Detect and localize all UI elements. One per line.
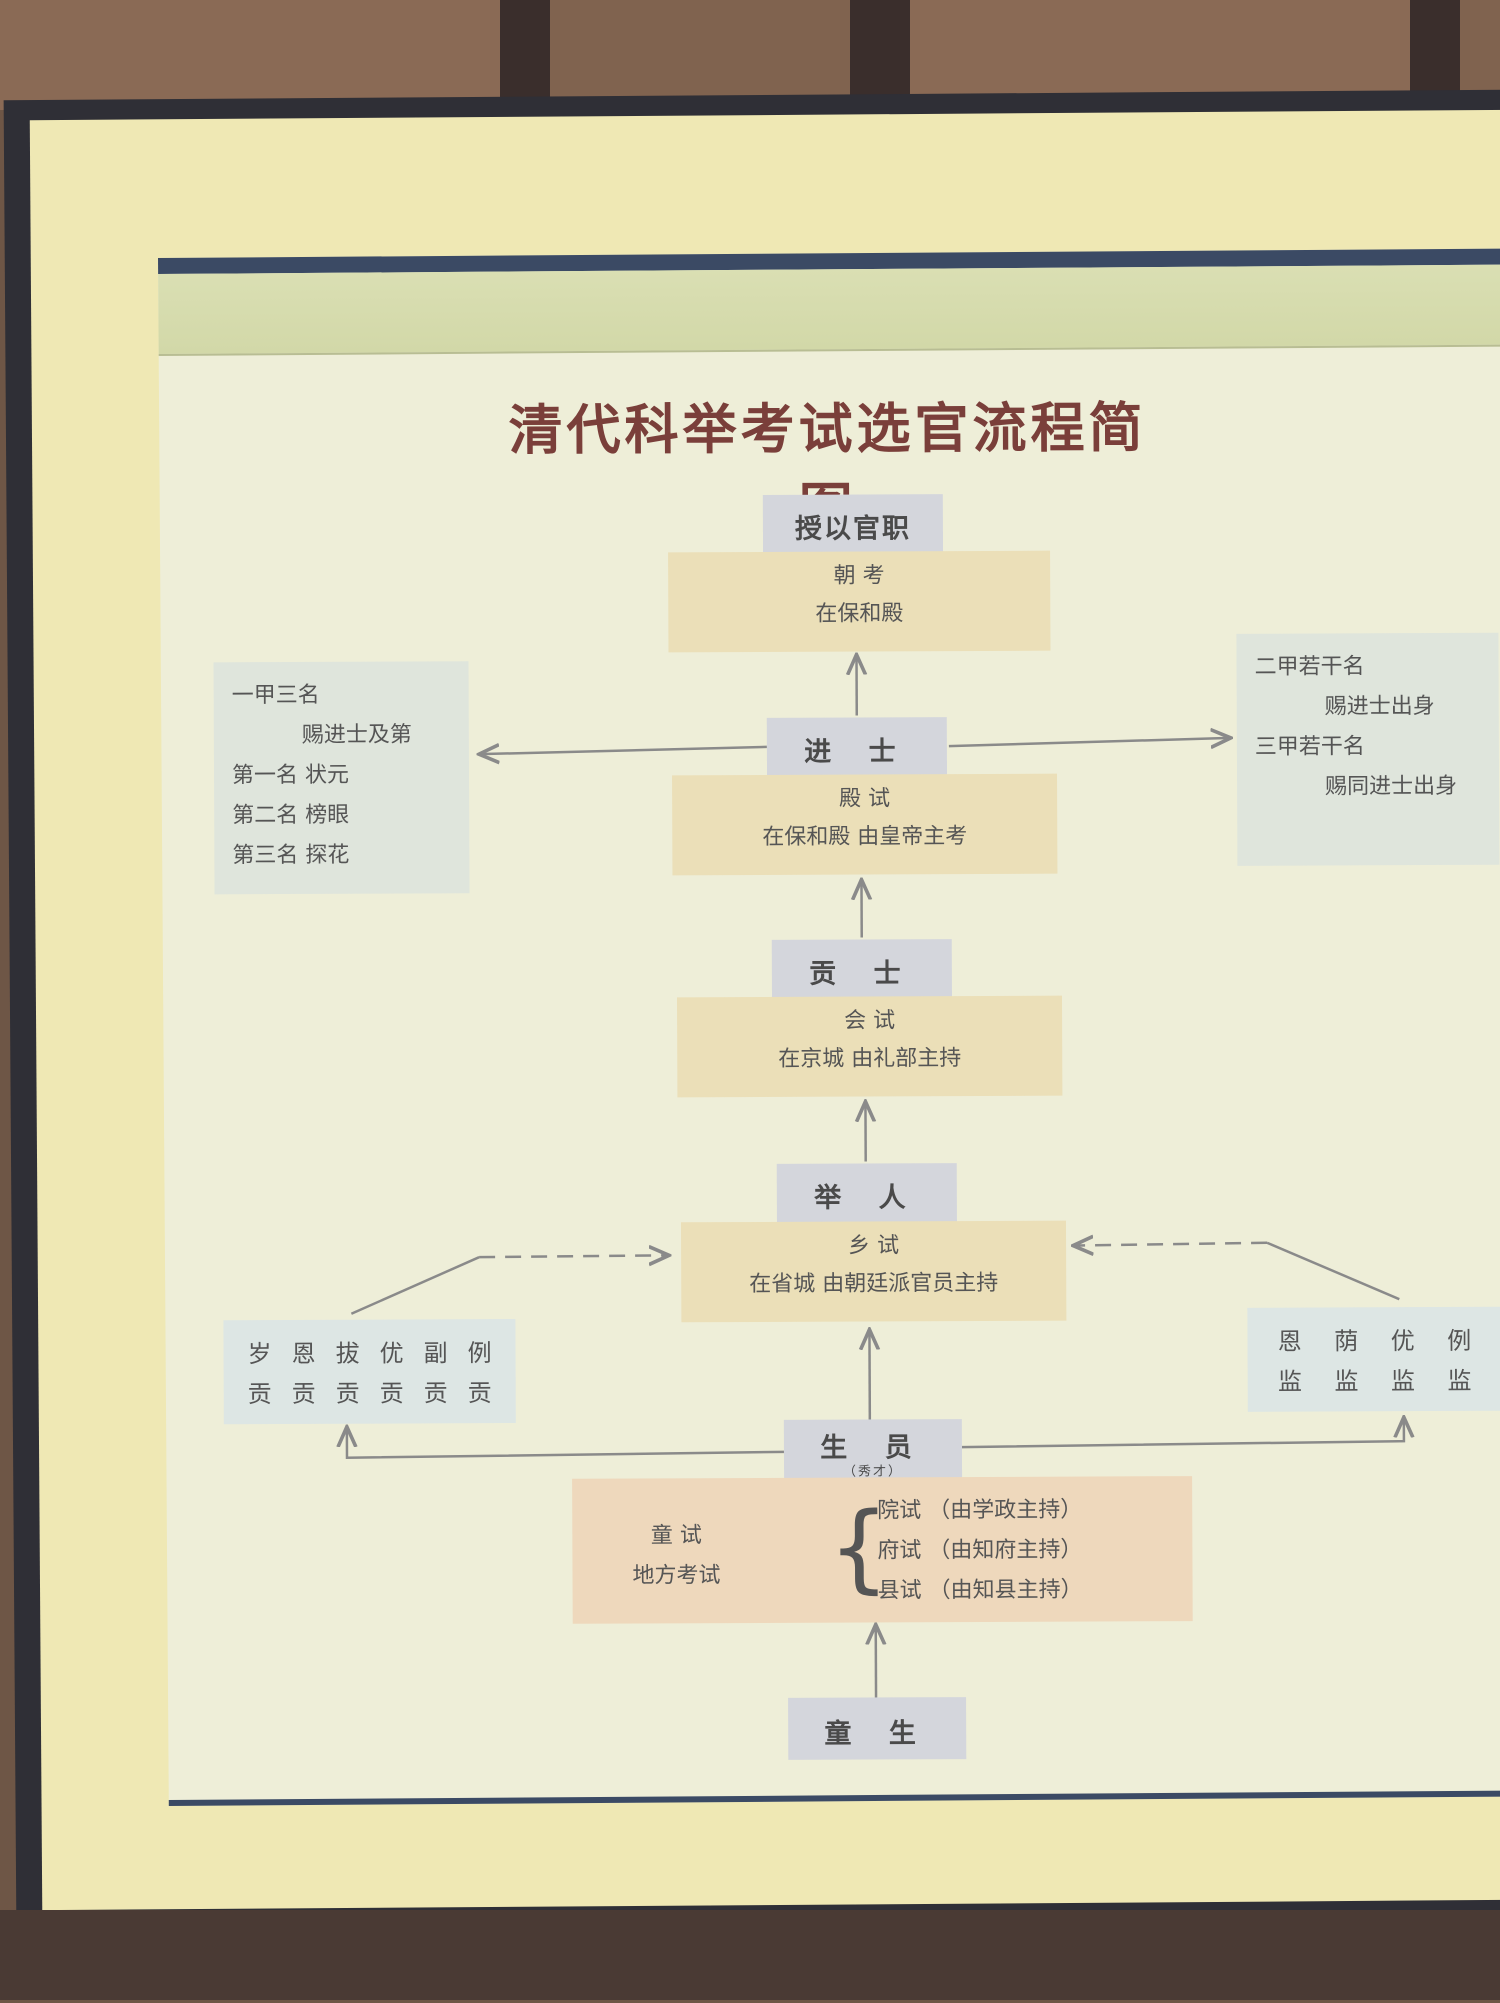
grid-cell: 例 <box>457 1333 501 1373</box>
grid-cell: 贡 <box>326 1374 370 1414</box>
grid-cell: 优 <box>1374 1321 1431 1361</box>
node-tongshi: 童 试 地方考试 { 院试 （由学政主持） 府试 （由知府主持） 县试 （由知县… <box>572 1476 1193 1624</box>
erjia-line-1: 二甲若干名 <box>1254 647 1480 688</box>
node-juren: 举 人 <box>777 1163 957 1224</box>
grid-cell: 例 <box>1431 1321 1488 1361</box>
grid-cell: 恩 <box>281 1334 325 1374</box>
node-chaokao: 朝 考 在保和殿 <box>668 551 1050 653</box>
grid-cell: 贡 <box>458 1373 502 1413</box>
huishi-detail: 在京城 由礼部主持 <box>677 1040 1062 1080</box>
node-shouyi-guanzhi: 授以官职 <box>763 494 943 555</box>
node-xiangshi: 乡 试 在省城 由朝廷派官员主持 <box>681 1221 1066 1323</box>
xiangshi-detail: 在省城 由朝廷派官员主持 <box>681 1265 1066 1305</box>
tongshi-left-text: 童 试 地方考试 <box>632 1516 720 1596</box>
grid-cell: 贡 <box>370 1373 414 1413</box>
tongshi-left-line-2: 地方考试 <box>632 1556 720 1596</box>
grid-gongsheng-types: 岁 恩 拔 优 副 例 贡 贡 贡 贡 贡 贡 <box>223 1319 515 1424</box>
grid-cell: 优 <box>369 1333 413 1373</box>
grid-cell: 贡 <box>414 1373 458 1413</box>
grid-cell: 副 <box>413 1333 457 1373</box>
grid-cell: 监 <box>1262 1362 1319 1402</box>
erjia-line-4: 赐同进士出身 <box>1255 767 1481 808</box>
arrow-shengyuan-to-right-grid <box>962 1417 1404 1447</box>
node-tongsheng: 童 生 <box>788 1697 966 1760</box>
line-right-grid-to-dash <box>1267 1242 1399 1300</box>
grid-cell: 监 <box>1431 1361 1488 1401</box>
grid-jiansheng-types: 恩 荫 优 例 监 监 监 监 <box>1247 1307 1500 1412</box>
grid-cell: 恩 <box>1261 1322 1318 1362</box>
grid-cell: 贡 <box>282 1374 326 1414</box>
node-huishi: 会 试 在京城 由礼部主持 <box>677 996 1062 1098</box>
yijia-sub: 赐进士及第 <box>232 715 451 756</box>
huishi-name: 会 试 <box>677 1002 1062 1042</box>
erjia-line-2: 赐进士出身 <box>1255 687 1481 728</box>
line-left-grid-to-dash <box>351 1257 479 1314</box>
node-jinshi: 进 士 <box>767 717 947 778</box>
note-erjia-sanjia: 二甲若干名 赐进士出身 三甲若干名 赐同进士出身 <box>1236 633 1499 866</box>
tongshi-right-line-1: 院试 （由学政主持） <box>877 1491 1082 1532</box>
yijia-heading: 一甲三名 <box>232 675 451 716</box>
shengyuan-name: 生 员 <box>820 1432 926 1463</box>
node-dianshi: 殿 试 在保和殿 由皇帝主考 <box>672 774 1057 876</box>
erjia-line-3: 三甲若干名 <box>1255 727 1481 768</box>
grid-cell: 荫 <box>1318 1321 1375 1361</box>
grid-cell: 拔 <box>325 1334 369 1374</box>
dianshi-name: 殿 试 <box>672 780 1057 820</box>
tongshi-right-line-3: 县试 （由知县主持） <box>877 1571 1082 1612</box>
grid-cell: 岁 <box>237 1334 281 1374</box>
arrow-right-grid-to-xiangshi <box>1073 1243 1267 1246</box>
arrow-left-grid-to-xiangshi <box>479 1255 669 1257</box>
yijia-rank-1: 第一名 状元 <box>232 755 451 796</box>
arrow-shengyuan-to-left-grid <box>347 1425 784 1458</box>
node-shengyuan: 生 员 （秀才） <box>784 1419 962 1480</box>
grid-cell: 贡 <box>238 1374 282 1414</box>
tongshi-left-line-1: 童 试 <box>632 1516 720 1556</box>
chaokao-detail: 在保和殿 <box>668 595 1050 635</box>
yijia-rank-2: 第二名 榜眼 <box>232 795 451 836</box>
xiangshi-name: 乡 试 <box>681 1227 1066 1267</box>
yijia-rank-3: 第三名 探花 <box>232 835 451 876</box>
chaokao-name: 朝 考 <box>668 557 1050 597</box>
tongshi-right-line-2: 府试 （由知府主持） <box>877 1531 1082 1572</box>
dianshi-detail: 在保和殿 由皇帝主考 <box>672 818 1057 858</box>
node-gongshi: 贡 士 <box>772 939 952 1000</box>
note-yijia: 一甲三名 赐进士及第 第一名 状元 第二名 榜眼 第三名 探花 <box>214 661 470 894</box>
grid-cell: 监 <box>1318 1361 1375 1401</box>
arrow-jinshi-to-left-note <box>479 747 767 754</box>
arrow-jinshi-to-right-note <box>949 738 1231 746</box>
grid-cell: 监 <box>1375 1361 1432 1401</box>
tongshi-right-text: 院试 （由学政主持） 府试 （由知府主持） 县试 （由知县主持） <box>877 1491 1083 1612</box>
